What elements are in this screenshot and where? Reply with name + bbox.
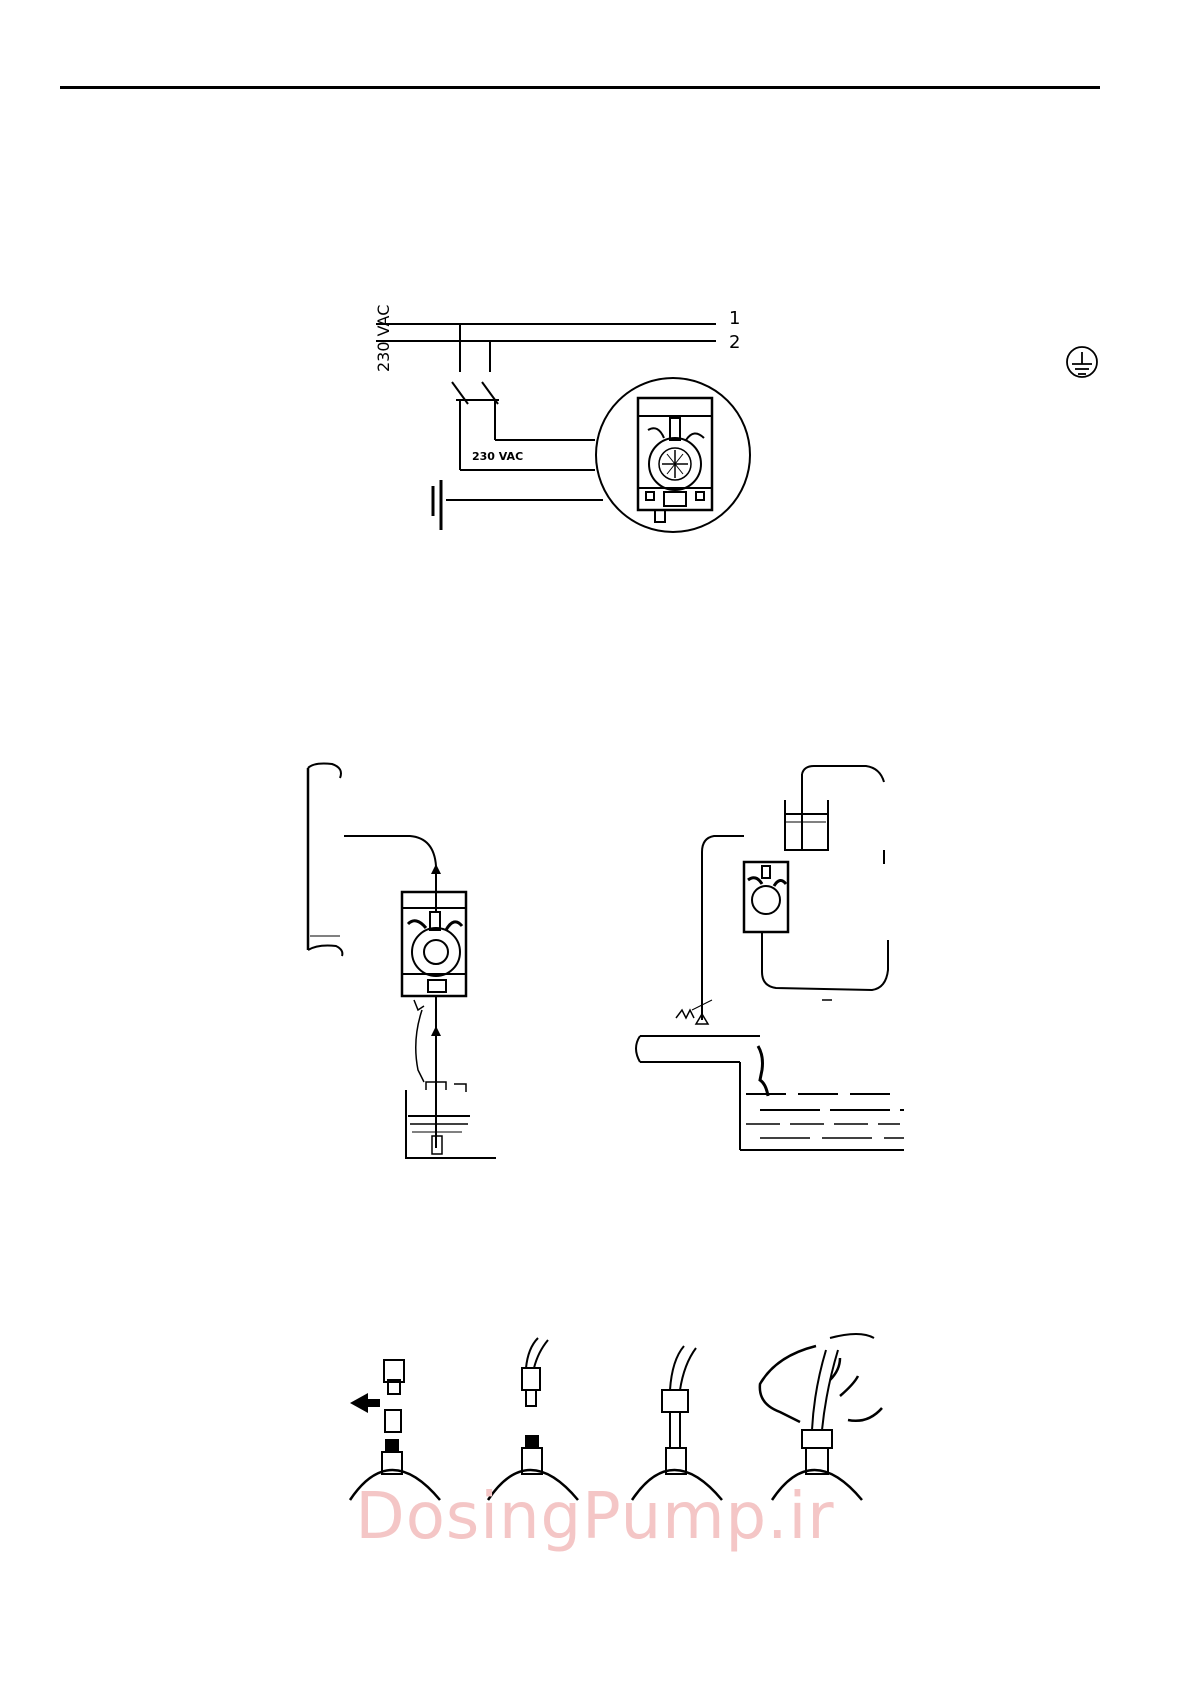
watermark-text: DosingPump.ir bbox=[0, 1480, 1190, 1554]
pump-detail-circle bbox=[596, 378, 750, 532]
connection-step-3 bbox=[632, 1346, 722, 1500]
installation-flooded-diagram bbox=[636, 766, 904, 1150]
line-2-label: 2 bbox=[729, 332, 740, 353]
supply-voltage-label: 230 VAC bbox=[374, 305, 393, 372]
connection-step-4 bbox=[760, 1334, 882, 1500]
double-pole-switch bbox=[452, 324, 499, 470]
connection-step-1 bbox=[350, 1360, 440, 1500]
earth-ground-icon bbox=[433, 480, 441, 530]
connection-step-2 bbox=[488, 1338, 578, 1500]
wiring-diagram: 230 VAC 1 2 230 VAC bbox=[374, 305, 1097, 532]
line-1-label: 1 bbox=[729, 308, 740, 329]
installation-suction-diagram bbox=[308, 764, 496, 1159]
protective-earth-icon bbox=[1067, 347, 1097, 377]
tube-connection-steps bbox=[350, 1334, 882, 1500]
pump-voltage-label: 230 VAC bbox=[472, 450, 523, 463]
